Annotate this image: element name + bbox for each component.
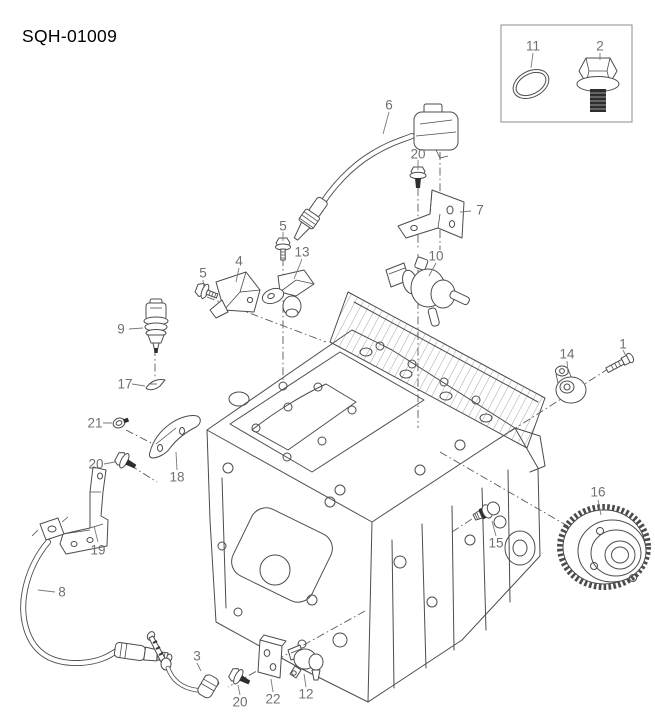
egt-sensor-part-3 [146, 631, 220, 699]
part-callout-5: 5 [279, 218, 287, 234]
part-callout-3: 3 [193, 648, 201, 664]
crank-sensor-part-12 [287, 644, 324, 681]
oxygen-sensor-part-8 [20, 516, 173, 667]
bolt-part-1 [605, 352, 635, 374]
part-callout-5: 5 [199, 265, 207, 281]
bracket-part-18 [148, 415, 201, 459]
part-callout-1: 1 [619, 336, 627, 352]
part-callout-17: 17 [117, 376, 133, 392]
cam-sensor-part-13 [261, 269, 315, 318]
part-callout-4: 4 [235, 253, 243, 269]
clip-part-17 [145, 379, 166, 391]
part-callout-19: 19 [90, 542, 106, 558]
part-callout-8: 8 [58, 584, 66, 600]
part-callout-2: 2 [596, 38, 604, 54]
inset-box [500, 24, 633, 123]
switch-part-15 [472, 501, 501, 521]
sensor-part-14 [555, 365, 587, 404]
part-callout-14: 14 [559, 346, 575, 362]
engine-block-drawing [206, 291, 546, 703]
part-callout-6: 6 [385, 97, 393, 113]
part-callout-22: 22 [265, 691, 281, 707]
bracket-part-22 [257, 634, 287, 679]
temp-sensor-part-9 [143, 298, 169, 353]
part-callout-18: 18 [169, 469, 185, 485]
bracket-part-7 [397, 189, 465, 239]
part-callout-21: 21 [87, 415, 103, 431]
diagram-code: SQH-01009 [22, 26, 118, 46]
part-callout-11: 11 [525, 38, 541, 54]
o-ring-part-11 [512, 68, 550, 100]
map-sensor-part-4 [209, 271, 261, 319]
part-callout-10: 10 [428, 248, 444, 264]
oxygen-sensor-part-6 [293, 103, 459, 241]
nut-part-21 [112, 417, 130, 429]
part-callout-20: 20 [232, 694, 248, 710]
purge-valve-part-10 [385, 256, 470, 327]
cam-gear-part-16 [557, 504, 651, 590]
part-callout-13: 13 [294, 244, 310, 260]
part-callout-7: 7 [476, 202, 484, 218]
part-callout-15: 15 [488, 535, 504, 551]
part-callout-9: 9 [117, 321, 125, 337]
part-callout-20: 20 [410, 146, 426, 162]
part-callout-20: 20 [88, 456, 104, 472]
part-callout-12: 12 [298, 686, 314, 702]
leader-lines [37, 52, 627, 696]
part-callout-16: 16 [590, 484, 606, 500]
flange-bolt-part-2 [576, 57, 620, 112]
